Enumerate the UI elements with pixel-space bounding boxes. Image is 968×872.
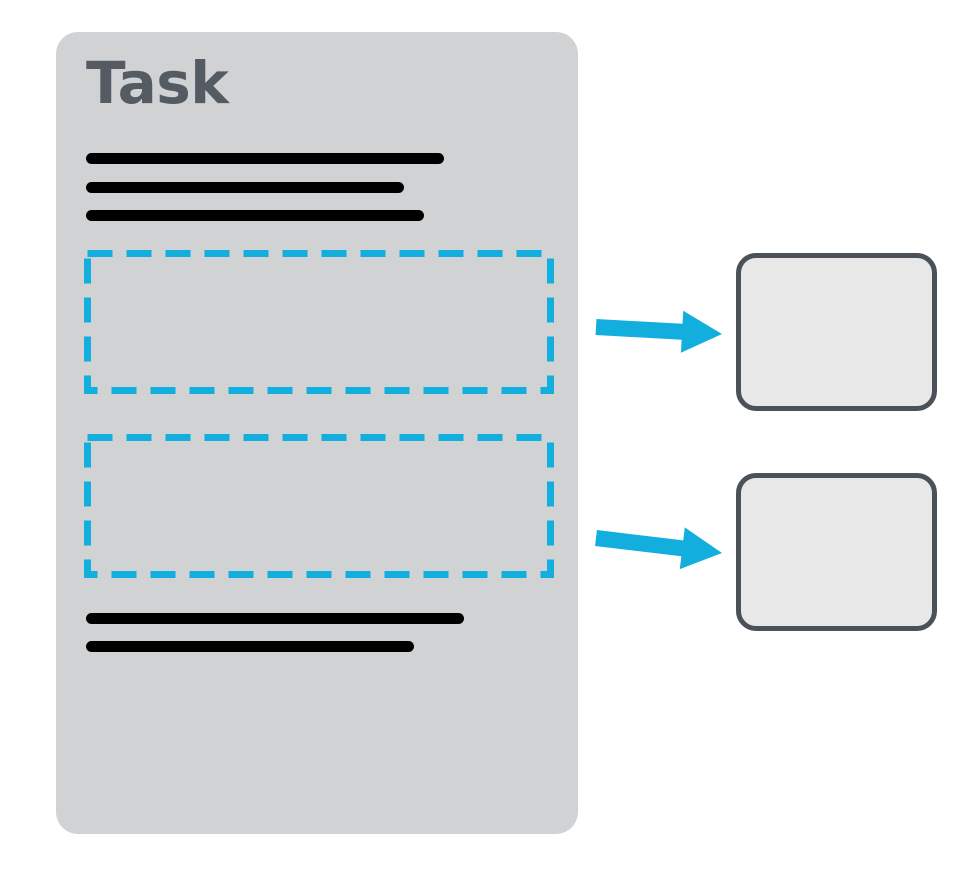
output-box-1[interactable] [736,253,937,411]
task-card-panel: Task [56,32,578,834]
task-text-line-2 [86,182,404,193]
task-text-line-5 [86,641,414,652]
task-text-line-1 [86,153,444,164]
arrow-slot-2-to-box-2 [595,527,722,570]
page-title: Task [86,49,229,117]
placeholder-slot-2[interactable] [84,434,554,578]
arrow-shape [595,310,722,353]
placeholder-slot-1[interactable] [84,250,554,394]
task-text-line-3 [86,210,424,221]
output-box-2[interactable] [736,473,937,631]
task-text-line-4 [86,613,464,624]
arrow-shape [595,527,722,570]
arrow-slot-1-to-box-1 [595,310,722,353]
